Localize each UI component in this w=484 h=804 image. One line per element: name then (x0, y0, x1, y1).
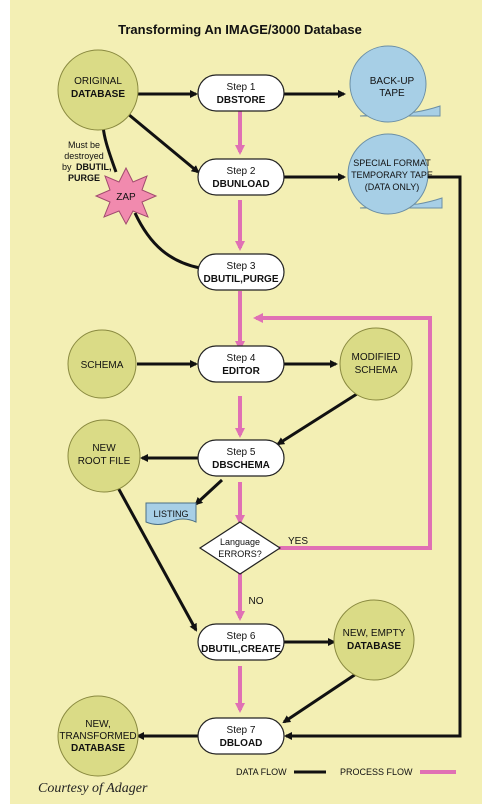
step5-command: DBSCHEMA (212, 460, 270, 471)
schema-label: SCHEMA (81, 360, 124, 371)
diagram-background (10, 0, 482, 804)
destroy-note-line3b: DBUTIL, (76, 162, 112, 172)
temp-tape-line2: TEMPORARY TAPE (351, 170, 433, 180)
destroy-note-line2: destroyed (64, 151, 104, 161)
step7-command: DBLOAD (220, 738, 263, 749)
backup-tape-node: BACK-UP TAPE (349, 45, 441, 123)
step1-command: DBSTORE (217, 95, 266, 106)
process-loop-yes (253, 313, 432, 550)
temp-tape-line3: (DATA ONLY) (365, 182, 420, 192)
legend: DATA FLOW PROCESS FLOW (236, 767, 456, 777)
decision-yes-label: YES (288, 536, 308, 547)
step3-node: Step 3 DBUTIL,PURGE (197, 253, 285, 291)
modified-schema-line1: MODIFIED (352, 352, 401, 363)
step3-command: DBUTIL,PURGE (204, 274, 279, 285)
credit-text: Courtesy of Adager (38, 781, 148, 796)
temporary-tape-node: SPECIAL FORMAT TEMPORARY TAPE (DATA ONLY… (347, 133, 443, 215)
zap-node: ZAP (94, 166, 158, 226)
step6-command: DBUTIL,CREATE (201, 644, 281, 655)
destroy-note-line4: PURGE (68, 173, 100, 183)
data-arrow-step5-listing (194, 478, 224, 506)
zap-label: ZAP (116, 192, 136, 203)
new-empty-db-line2: DATABASE (347, 641, 401, 652)
modified-schema-line2: SCHEMA (355, 365, 398, 376)
original-db-line1: ORIGINAL (74, 76, 122, 87)
data-arrow-temptape-step7 (284, 175, 462, 740)
new-transformed-line1: NEW, (85, 719, 111, 730)
destroy-note-line1: Must be (68, 140, 100, 150)
new-root-line1: NEW (92, 443, 116, 454)
data-flow-arrows (99, 90, 462, 740)
step4-label: Step 4 (227, 353, 256, 364)
new-transformed-line3: DATABASE (71, 743, 125, 754)
original-database-node: ORIGINAL DATABASE (57, 49, 139, 131)
step2-command: DBUNLOAD (212, 179, 269, 190)
data-arrow-modified-step5 (276, 390, 361, 446)
new-root-file-node: NEW ROOT FILE (67, 419, 141, 493)
step1-label: Step 1 (227, 82, 256, 93)
backup-tape-line1: BACK-UP (370, 76, 415, 87)
step5-label: Step 5 (227, 447, 256, 458)
legend-process-flow-label: PROCESS FLOW (340, 767, 413, 777)
step7-label: Step 7 (227, 725, 256, 736)
new-transformed-database-node: NEW, TRANSFORMED DATABASE (57, 695, 139, 777)
data-arrow-original-step2 (127, 112, 200, 174)
step1-node: Step 1 DBSTORE (197, 74, 285, 112)
legend-data-flow-label: DATA FLOW (236, 767, 287, 777)
listing-label: LISTING (153, 509, 188, 519)
data-arrow-newempty-step7 (282, 668, 363, 724)
step4-node: Step 4 EDITOR (197, 345, 285, 383)
diagram-title: Transforming An IMAGE/3000 Database (118, 22, 362, 37)
step6-node: Step 6 DBUTIL,CREATE (197, 623, 285, 661)
step2-node: Step 2 DBUNLOAD (197, 158, 285, 196)
decision-node: Language ERRORS? YES NO (198, 521, 308, 607)
step7-node: Step 7 DBLOAD (197, 717, 285, 755)
listing-node: LISTING (145, 502, 197, 525)
data-arrow-step3-zap (133, 212, 201, 270)
original-db-line2: DATABASE (71, 89, 125, 100)
new-transformed-line2: TRANSFORMED (59, 731, 136, 742)
step2-label: Step 2 (227, 166, 256, 177)
schema-node: SCHEMA (67, 329, 137, 399)
decision-no-label: NO (249, 596, 264, 607)
destroy-note: Must be destroyed by DBUTIL, PURGE (62, 140, 112, 183)
new-empty-database-node: NEW, EMPTY DATABASE (333, 599, 415, 681)
temp-tape-line1: SPECIAL FORMAT (353, 158, 431, 168)
step3-label: Step 3 (227, 261, 256, 272)
decision-line2: ERRORS? (218, 549, 262, 559)
modified-schema-node: MODIFIED SCHEMA (339, 327, 413, 401)
step5-node: Step 5 DBSCHEMA (197, 439, 285, 477)
new-root-line2: ROOT FILE (78, 456, 131, 467)
backup-tape-line2: TAPE (379, 88, 405, 99)
destroy-note-line3: by (62, 162, 72, 172)
step4-command: EDITOR (222, 366, 260, 377)
new-empty-db-line1: NEW, EMPTY (343, 628, 406, 639)
decision-line1: Language (220, 537, 260, 547)
data-arrow-root-step6 (114, 483, 198, 632)
step6-label: Step 6 (227, 631, 256, 642)
